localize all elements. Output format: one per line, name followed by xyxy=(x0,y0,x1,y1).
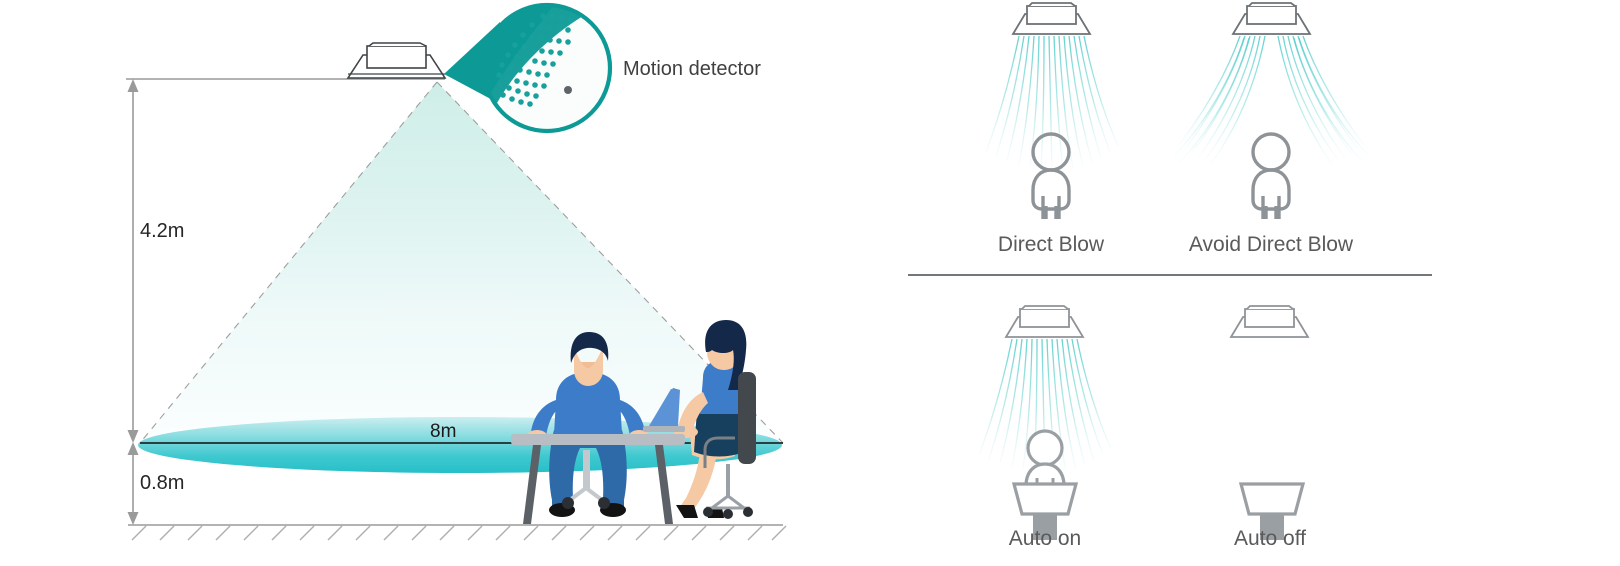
left-panel-group xyxy=(126,2,787,541)
floor-hatch-icon xyxy=(131,525,787,541)
desk-icon xyxy=(511,434,685,524)
hair-male xyxy=(570,332,609,363)
empty-desk-icon xyxy=(1238,482,1306,540)
coverage-width-label: 8m xyxy=(430,421,457,442)
right-panel-group xyxy=(908,2,1432,540)
ceiling-diffuser-icon-2 xyxy=(1231,2,1312,35)
detection-cone-fill xyxy=(140,82,783,443)
motion-detector-icon xyxy=(346,42,447,79)
person-standing-icon-2 xyxy=(1251,132,1291,219)
arrow-down-icon-lower xyxy=(127,512,139,525)
shoe-female-front xyxy=(676,505,698,518)
sensor-dot-pattern xyxy=(496,13,573,107)
office-scene-illustration xyxy=(511,320,756,524)
mounting-offset-label: 0.8m xyxy=(140,472,185,494)
caption-direct-blow: Direct Blow xyxy=(997,233,1105,256)
laptop-icon xyxy=(643,388,685,432)
motion-detector-label: Motion detector xyxy=(623,58,761,80)
lens-dot-icon xyxy=(564,86,572,94)
person-female-figure xyxy=(674,320,747,518)
stool-icon xyxy=(562,450,610,509)
cell-direct-blow xyxy=(985,2,1119,219)
airflow-lines-avoid xyxy=(1173,35,1370,165)
arrow-up-icon xyxy=(127,79,139,92)
caption-avoid-direct-blow: Avoid Direct Blow xyxy=(1188,233,1354,256)
person-seated-desk-icon xyxy=(1011,429,1079,540)
arrow-down-icon xyxy=(127,430,139,443)
caption-auto-on: Auto on xyxy=(1008,527,1082,550)
airflow-lines-direct xyxy=(985,35,1119,171)
cell-avoid-direct-blow xyxy=(1173,2,1370,219)
hair-female xyxy=(705,320,747,390)
airflow-lines-auto-on xyxy=(978,338,1112,474)
cell-auto-on xyxy=(978,305,1112,540)
magnifier-circle-icon xyxy=(481,2,613,134)
arrow-up-icon-lower xyxy=(127,442,139,455)
cell-auto-off xyxy=(1229,305,1310,540)
ceiling-diffuser-icon-4 xyxy=(1229,305,1310,338)
office-chair-icon xyxy=(703,372,756,519)
caption-auto-off: Auto off xyxy=(1233,527,1307,550)
height-dimension-label: 4.2m xyxy=(140,220,185,242)
ceiling-diffuser-icon-3 xyxy=(1004,305,1085,338)
face xyxy=(574,349,603,386)
ceiling-diffuser-icon-1 xyxy=(1011,2,1092,35)
person-standing-icon-1 xyxy=(1031,132,1071,219)
person-male-figure xyxy=(527,332,649,517)
